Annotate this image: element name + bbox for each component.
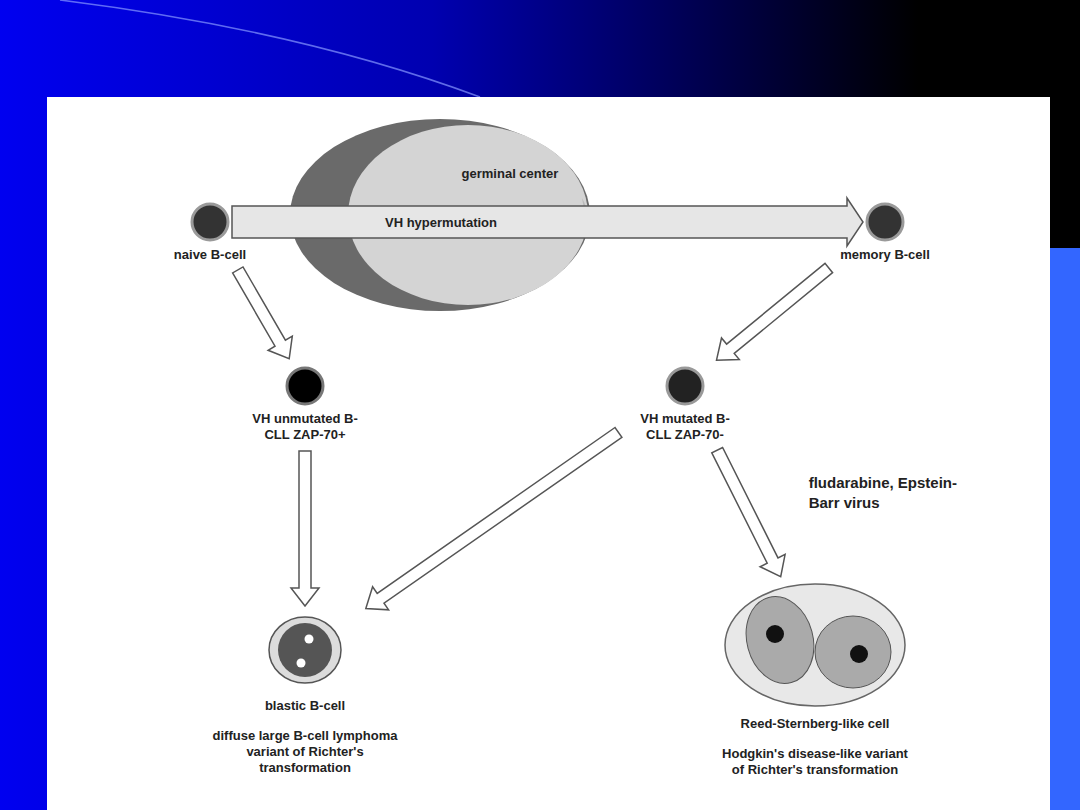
cell-shape [190,612,420,690]
block-arrow [717,263,833,360]
cell-shape [245,364,365,408]
block-arrow [712,448,785,577]
cell-node: VH unmutated B-CLL ZAP-70+ [245,364,365,443]
cell-label: VH mutated B-CLL ZAP-70- [629,411,741,443]
cell-node: Reed-Sternberg-like cellHodgkin's diseas… [700,582,930,778]
block-arrow [232,198,863,246]
cell-description: diffuse large B-cell lymphoma variant of… [205,728,405,776]
block-arrow [291,451,319,606]
cell-label: blastic B-cell [190,698,420,714]
block-arrow [366,428,622,610]
cell-label: naive B-cell [150,247,270,263]
cell-shape [625,364,745,408]
cell-node: VH mutated B-CLL ZAP-70- [625,364,745,443]
cell-label: germinal center [440,166,580,182]
cell-node: memory B-cell [820,200,950,263]
cell-node: naive B-cell [150,200,270,263]
cell-shape [820,200,950,244]
arrow-label: fludarabine, Epstein-Barr virus [809,473,974,513]
cell-label: memory B-cell [820,247,950,263]
cell-shape [150,200,270,244]
cell-shape [700,582,930,708]
cell-label: Reed-Sternberg-like cell [700,716,930,732]
arrow-label: VH hypermutation [382,215,500,230]
block-arrow [233,267,293,359]
cell-node: blastic B-cell diffuse large B-cell lymph… [190,612,420,776]
cell-label: VH unmutated B-CLL ZAP-70+ [249,411,361,443]
cell-description: Hodgkin's disease-like variant of Richte… [715,746,915,778]
